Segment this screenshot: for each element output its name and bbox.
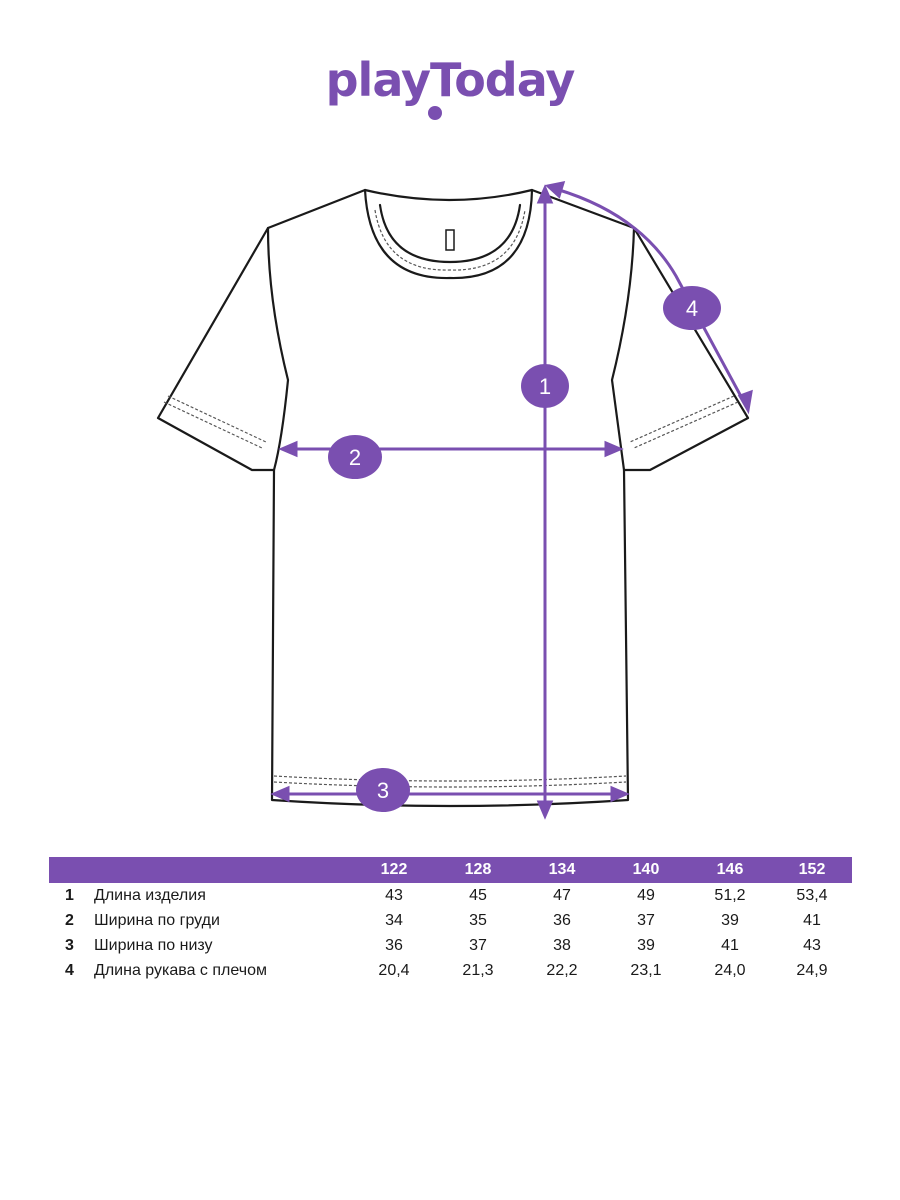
measure-badges: 1 2 3 4	[328, 286, 721, 812]
row-value: 20,4	[378, 961, 410, 979]
hem-stitch-2	[273, 781, 627, 788]
row-value: 41	[721, 936, 739, 954]
left-sleeve-stitch	[163, 401, 263, 449]
row-number: 4	[65, 961, 74, 979]
arrow-3-right	[610, 785, 630, 803]
badge-4: 4	[663, 286, 721, 330]
arrow-1-top	[536, 184, 554, 204]
row-value: 37	[637, 911, 655, 929]
row-value: 22,2	[546, 961, 578, 979]
arrow-2-left	[278, 440, 298, 458]
row-value: 43	[385, 886, 403, 904]
row-value: 34	[385, 911, 403, 929]
measure-line-4	[555, 187, 746, 403]
stitch-lines	[163, 209, 739, 788]
badge-3: 3	[356, 768, 410, 812]
arrow-4-top	[544, 181, 566, 199]
table-row: 1 Длина изделия 43 45 47 49 51,2 53,4	[49, 883, 852, 908]
row-value: 39	[721, 911, 739, 929]
logo-text: play	[325, 53, 431, 107]
row-value: 37	[469, 936, 487, 954]
badge-4-text: 4	[686, 296, 698, 321]
row-value: 51,2	[714, 886, 746, 904]
badge-1-text: 1	[539, 374, 551, 399]
row-value: 21,3	[462, 961, 494, 979]
tshirt-neck-outline	[363, 188, 534, 280]
header-empty-num	[49, 857, 94, 883]
row-value: 39	[637, 936, 655, 954]
tshirt-diagram: 1 2 3 4	[156, 181, 753, 820]
row-value: 53,4	[796, 886, 828, 904]
tshirt-armhole-left	[266, 226, 290, 472]
row-value: 24,9	[796, 961, 828, 979]
row-label: Ширина по груди	[94, 911, 220, 929]
row-value: 47	[553, 886, 571, 904]
table-row: 2 Ширина по груди 34 35 36 37 39 41	[49, 908, 852, 933]
row-label: Длина изделия	[94, 886, 206, 904]
tshirt-neck-inner	[378, 203, 522, 264]
badge-1: 1	[521, 364, 569, 408]
header-size: 128	[436, 857, 520, 883]
row-value: 23,1	[630, 961, 662, 979]
arrow-2-right	[604, 440, 624, 458]
badge-2: 2	[328, 435, 382, 479]
row-number: 3	[65, 936, 74, 954]
table-row: 3 Ширина по низу 36 37 38 39 41 43	[49, 933, 852, 958]
row-label: Ширина по низу	[94, 936, 213, 954]
badge-3-text: 3	[377, 778, 389, 803]
neck-stitch	[374, 209, 526, 271]
right-sleeve-stitch-2	[629, 395, 735, 443]
brand-logo: playToday	[0, 52, 900, 108]
row-value: 38	[553, 936, 571, 954]
tshirt-armhole-right	[610, 226, 636, 472]
badge-2-text: 2	[349, 445, 361, 470]
header-size: 134	[520, 857, 604, 883]
neck-tag	[445, 229, 455, 251]
size-table: 122 128 134 140 146 152 1 Длина изделия …	[49, 857, 852, 983]
logo-text-2: Today	[429, 53, 575, 107]
header-empty-label	[94, 857, 352, 883]
left-sleeve-stitch-2	[167, 395, 267, 443]
table-row: 4 Длина рукава с плечом 20,4 21,3 22,2 2…	[49, 958, 852, 983]
right-sleeve-stitch	[633, 401, 739, 449]
logo-dot	[428, 106, 442, 120]
arrow-1-bottom	[536, 800, 554, 820]
row-value: 36	[385, 936, 403, 954]
row-value: 43	[803, 936, 821, 954]
row-value: 41	[803, 911, 821, 929]
table-header-row: 122 128 134 140 146 152	[49, 857, 852, 883]
measure-lines	[270, 181, 753, 820]
hem-stitch	[273, 775, 627, 782]
header-size: 146	[688, 857, 772, 883]
row-label: Длина рукава с плечом	[94, 961, 267, 979]
row-number: 1	[65, 886, 74, 904]
arrow-3-left	[270, 785, 290, 803]
header-size: 140	[604, 857, 688, 883]
tshirt-body-outline	[156, 188, 750, 808]
row-value: 45	[469, 886, 487, 904]
row-value: 49	[637, 886, 655, 904]
header-size: 122	[352, 857, 436, 883]
row-value: 35	[469, 911, 487, 929]
row-value: 24,0	[714, 961, 746, 979]
row-number: 2	[65, 911, 74, 929]
row-value: 36	[553, 911, 571, 929]
tshirt-outline	[156, 188, 750, 808]
header-size: 152	[772, 857, 852, 883]
arrow-4-bottom	[737, 389, 753, 415]
